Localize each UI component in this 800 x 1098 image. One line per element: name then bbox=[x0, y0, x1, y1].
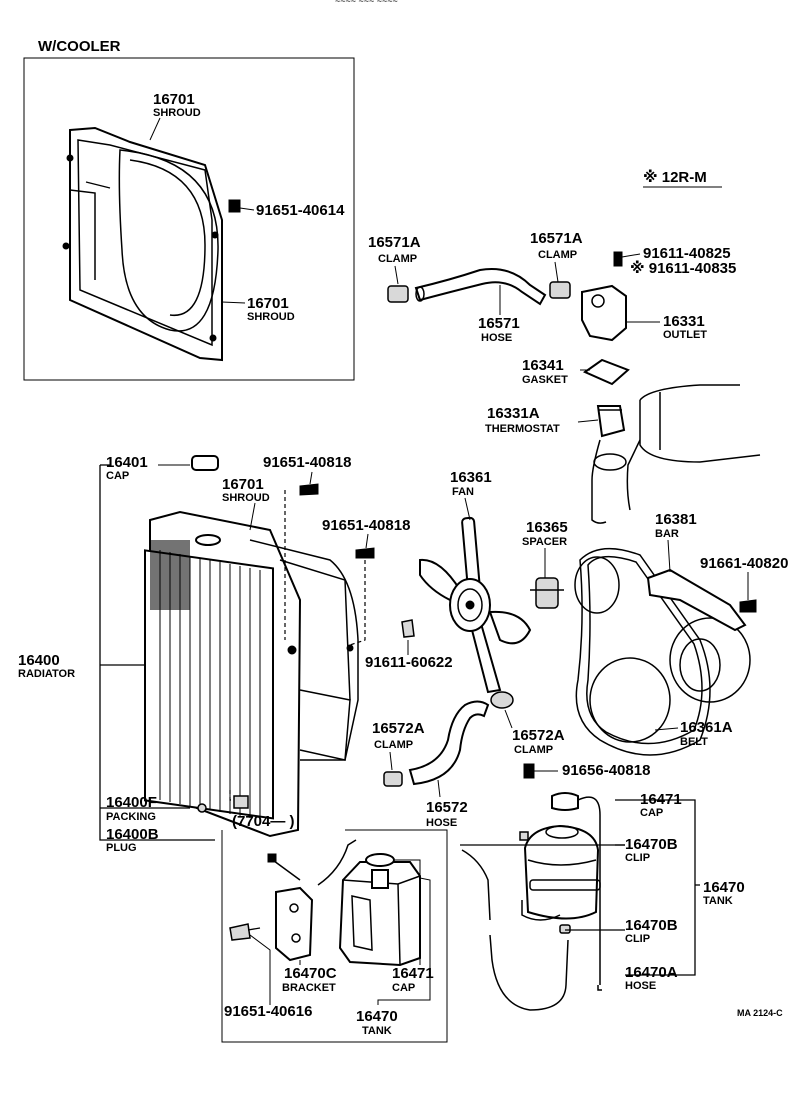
spacer-part-no: 16365 bbox=[526, 519, 568, 536]
tank-inset-cap-part-no: 16471 bbox=[392, 965, 434, 982]
thermostat-part-no: 16331A bbox=[487, 405, 540, 422]
clamp-lower-left-name: CLAMP bbox=[374, 739, 413, 751]
outlet-bolt-alt-part-no: ※ 91611-40835 bbox=[630, 259, 736, 277]
tank-inset-title: (7704— ) bbox=[232, 813, 295, 830]
radiator-cap-name: CAP bbox=[106, 470, 129, 482]
lower-hose-name: HOSE bbox=[426, 817, 457, 829]
reserve-tank-drawing bbox=[461, 792, 602, 1011]
packing-part-no: 16400F bbox=[106, 794, 157, 811]
water-outlet-icon bbox=[581, 284, 627, 342]
clamp-upper-left-icon bbox=[387, 285, 409, 303]
tank-name: TANK bbox=[703, 895, 733, 907]
belt-name: BELT bbox=[680, 736, 708, 748]
plug-icon bbox=[233, 795, 249, 809]
thermostat-icon bbox=[596, 405, 626, 438]
header-mark: ~~~~ ~~~ ~~~~ bbox=[335, 0, 398, 6]
shroud-name: SHROUD bbox=[222, 492, 270, 504]
fan-bolt-icon bbox=[401, 619, 415, 638]
outlet-name: OUTLET bbox=[663, 329, 707, 341]
variant-mark: ※ 12R-M bbox=[643, 168, 707, 186]
shroud-bolt-lower-part-no: 91651-40818 bbox=[322, 517, 410, 534]
tank-hose-part-no: 16470A bbox=[625, 964, 678, 981]
cooler-inset-frame bbox=[23, 57, 355, 381]
tank-bolt-icon bbox=[523, 763, 535, 779]
shroud-bolt-upper-part-no: 91651-40818 bbox=[263, 454, 351, 471]
tank-inset-bolt-part-no: 91651-40616 bbox=[224, 1003, 312, 1020]
clamp-lower-right-part-no: 16572A bbox=[512, 727, 565, 744]
radiator-bracket-lines bbox=[99, 464, 366, 841]
outlet-part-no: 16331 bbox=[663, 313, 705, 330]
tank-inset: (7704— ) bbox=[221, 813, 448, 1043]
clamp-upper-right-name: CLAMP bbox=[538, 249, 577, 261]
clip-upper-part-no: 16470B bbox=[625, 836, 678, 853]
gasket-part-no: 16341 bbox=[522, 357, 564, 374]
radiator-cap-part-no: 16401 bbox=[106, 454, 148, 471]
cooler-inset-title: W/COOLER bbox=[38, 38, 121, 55]
clamp-lower-left-icon bbox=[383, 771, 403, 787]
tank-inset-tank-part-no: 16470 bbox=[356, 1008, 398, 1025]
figure-code: MA 2124-C bbox=[737, 1008, 783, 1018]
cooler-inset: W/COOLER 16701 SHROUD 91651-40614 16701 … bbox=[23, 38, 355, 381]
packing-icon bbox=[197, 803, 207, 813]
cooler-shroud-drawing bbox=[62, 126, 241, 362]
cooler-shroud-lower-part-no: 16701 bbox=[247, 295, 289, 312]
fan-drawing bbox=[419, 516, 532, 694]
belt-part-no: 16361A bbox=[680, 719, 733, 736]
clamp-upper-right-part-no: 16571A bbox=[530, 230, 583, 247]
plug-part-no: 16400B bbox=[106, 826, 159, 843]
clamp-lower-right-name: CLAMP bbox=[514, 744, 553, 756]
clamp-upper-left-part-no: 16571A bbox=[368, 234, 421, 251]
lower-hose-part-no: 16572 bbox=[426, 799, 468, 816]
plug-name: PLUG bbox=[106, 842, 137, 854]
radiator-drawing bbox=[144, 510, 359, 838]
packing-name: PACKING bbox=[106, 811, 156, 823]
shroud-part-no: 16701 bbox=[222, 476, 264, 493]
tank-part-no: 16470 bbox=[703, 879, 745, 896]
upper-hose-name: HOSE bbox=[481, 332, 512, 344]
cooler-bolt-part-no: 91651-40614 bbox=[256, 202, 345, 219]
tank-bracket-lines bbox=[460, 799, 700, 976]
tank-cap-part-no: 16471 bbox=[640, 791, 682, 808]
clamp-lower-right-icon bbox=[490, 691, 514, 709]
bar-part-no: 16381 bbox=[655, 511, 697, 528]
radiator-part-no: 16400 bbox=[18, 652, 60, 669]
clamp-upper-right-icon bbox=[549, 281, 571, 299]
bolt-818-upper-icon bbox=[299, 483, 319, 496]
spacer-drawing bbox=[530, 577, 564, 609]
fan-name: FAN bbox=[452, 486, 474, 498]
clip-upper-name: CLIP bbox=[625, 852, 650, 864]
tank-inset-bracket-name: BRACKET bbox=[282, 982, 336, 994]
clip-lower-part-no: 16470B bbox=[625, 917, 678, 934]
clamp-upper-left-name: CLAMP bbox=[378, 253, 417, 265]
tank-hose-name: HOSE bbox=[625, 980, 656, 992]
cooler-shroud-upper-name: SHROUD bbox=[153, 107, 201, 119]
thermostat-name: THERMOSTAT bbox=[485, 423, 560, 435]
radiator-name: RADIATOR bbox=[18, 668, 75, 680]
tank-cap-name: CAP bbox=[640, 807, 663, 819]
bar-name: BAR bbox=[655, 528, 679, 540]
clamp-lower-left-part-no: 16572A bbox=[372, 720, 425, 737]
tank-inset-cap-name: CAP bbox=[392, 982, 415, 994]
spacer-name: SPACER bbox=[522, 536, 567, 548]
upper-hose-part-no: 16571 bbox=[478, 315, 520, 332]
engine-block-outline bbox=[591, 384, 761, 524]
radiator-cap-icon bbox=[191, 455, 219, 471]
cooler-shroud-lower-name: SHROUD bbox=[247, 311, 295, 323]
gasket-name: GASKET bbox=[522, 374, 568, 386]
tank-inset-bracket-part-no: 16470C bbox=[284, 965, 337, 982]
fan-part-no: 16361 bbox=[450, 469, 492, 486]
gasket-icon bbox=[582, 358, 630, 386]
outlet-bolt-part-no: 91611-40825 bbox=[643, 245, 731, 262]
tank-inset-tank-name: TANK bbox=[362, 1025, 392, 1037]
upper-hose-group bbox=[387, 251, 630, 438]
bar-bolt-part-no: 91661-40820 bbox=[700, 555, 788, 572]
bolt-818-lower-icon bbox=[355, 547, 375, 559]
tank-bolt-part-no: 91656-40818 bbox=[562, 762, 650, 779]
lower-hose-drawing bbox=[383, 691, 514, 787]
cooler-shroud-upper-part-no: 16701 bbox=[153, 91, 195, 108]
clip-lower-name: CLIP bbox=[625, 933, 650, 945]
belt-drawing bbox=[574, 547, 757, 756]
fan-bolt-part-no: 91611-60622 bbox=[365, 654, 453, 671]
